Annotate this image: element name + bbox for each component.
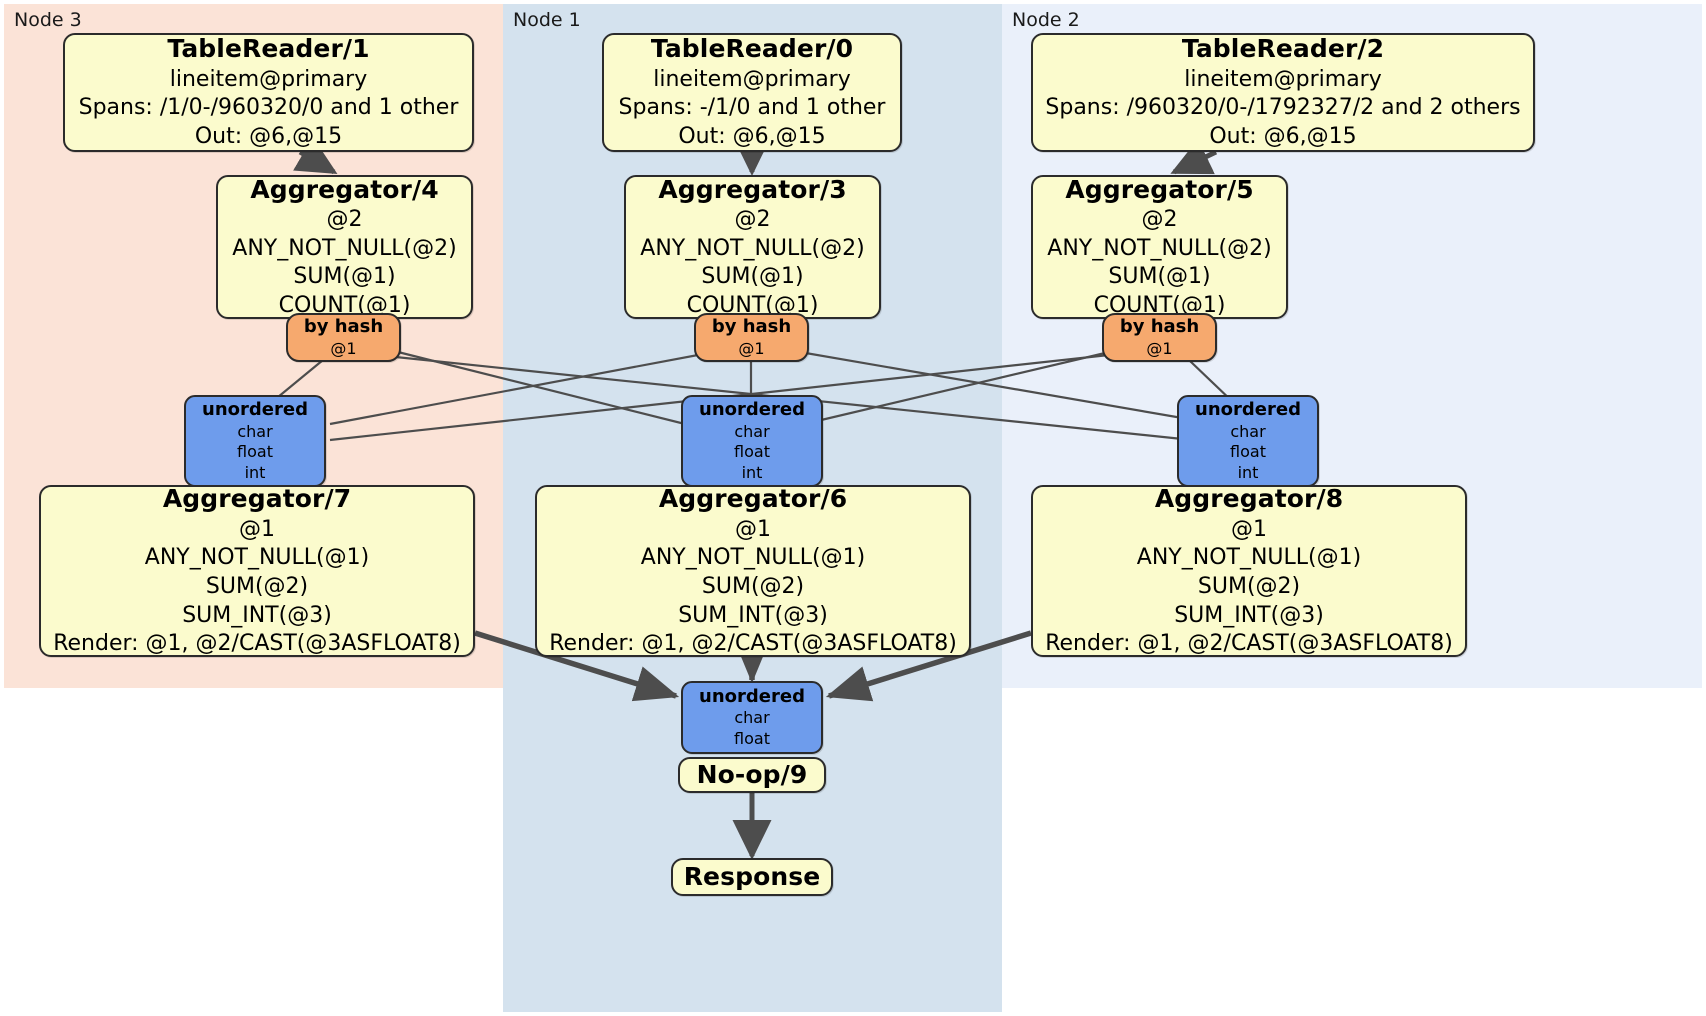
processor-tablereader-2[interactable]: TableReader/2 lineitem@primary Spans: /9… [1031,33,1535,152]
input-sync-unordered-node2[interactable]: unordered char float int [1177,395,1319,487]
input-sync-unordered-node1[interactable]: unordered char float int [681,395,823,487]
router-title: unordered [699,399,805,421]
processor-title: Aggregator/4 [250,174,439,204]
router-title: by hash [711,316,792,338]
processor-detail-line: lineitem@primary [653,66,851,92]
processor-tablereader-0[interactable]: TableReader/0 lineitem@primary Spans: -/… [602,33,902,152]
processor-tablereader-1[interactable]: TableReader/1 lineitem@primary Spans: /1… [63,33,474,152]
processor-detail-line: Spans: /960320/0-/1792327/2 and 2 others [1045,95,1521,121]
processor-aggregator-4[interactable]: Aggregator/4 @2 ANY_NOT_NULL(@2) SUM(@1)… [216,175,473,319]
processor-detail-line: SUM(@1) [701,264,804,290]
processor-title: Aggregator/6 [658,484,848,514]
output-router-by-hash-node3[interactable]: by hash @1 [286,313,401,362]
processor-detail-line: SUM(@1) [1108,264,1211,290]
processor-title: Aggregator/8 [1154,484,1344,514]
processor-detail-line: @2 [1141,207,1178,233]
router-detail-line: int [741,463,763,483]
processor-detail-line: Spans: /1/0-/960320/0 and 1 other [78,95,459,121]
processor-detail-line: SUM(@2) [701,573,805,599]
processor-aggregator-3[interactable]: Aggregator/3 @2 ANY_NOT_NULL(@2) SUM(@1)… [624,175,881,319]
processor-aggregator-7[interactable]: Aggregator/7 @1 ANY_NOT_NULL(@1) SUM(@2)… [39,484,475,657]
node-panel-label-node1: Node 1 [513,9,581,31]
router-title: unordered [202,399,308,421]
response-title: Response [683,861,821,891]
processor-render-line: Render: @1, @2/CAST(@3ASFLOAT8) [53,631,461,657]
processor-title: Aggregator/7 [162,484,352,514]
processor-aggregator-5[interactable]: Aggregator/5 @2 ANY_NOT_NULL(@2) SUM(@1)… [1031,175,1288,319]
input-sync-unordered-final[interactable]: unordered char float [681,681,823,754]
processor-detail-line: SUM(@2) [205,573,309,599]
processor-detail-line: lineitem@primary [1184,66,1382,92]
router-detail-line: char [734,421,770,441]
router-title: by hash [1119,316,1200,338]
router-detail-line: float [734,442,770,462]
processor-detail-line: @2 [734,207,771,233]
processor-aggregator-6[interactable]: Aggregator/6 @1 ANY_NOT_NULL(@1) SUM(@2)… [535,484,971,657]
router-detail-line: float [1230,442,1266,462]
router-detail-line: char [237,421,273,441]
processor-title: TableReader/0 [650,34,854,64]
output-router-by-hash-node1[interactable]: by hash @1 [694,313,809,362]
processor-render-line: Render: @1, @2/CAST(@3ASFLOAT8) [1045,631,1453,657]
router-detail-line: @1 [738,338,765,358]
router-detail-line: int [244,463,266,483]
input-sync-unordered-node3[interactable]: unordered char float int [184,395,326,487]
router-detail-line: int [1237,463,1259,483]
processor-detail-line: ANY_NOT_NULL(@1) [640,545,866,571]
processor-detail-line: SUM_INT(@3) [678,602,828,628]
processor-detail-line: SUM(@2) [1197,573,1301,599]
processor-detail-line: Out: @6,@15 [1209,124,1357,150]
router-detail-line: float [734,729,770,749]
processor-detail-line: ANY_NOT_NULL(@1) [144,545,370,571]
processor-detail-line: Out: @6,@15 [194,124,343,150]
processor-detail-line: SUM_INT(@3) [1174,602,1324,628]
router-detail-line: float [237,442,273,462]
processor-detail-line: lineitem@primary [169,66,368,92]
router-detail-line: @1 [330,338,357,358]
processor-detail-line: ANY_NOT_NULL(@2) [232,235,457,261]
node-panel-label-node2: Node 2 [1012,9,1080,31]
processor-detail-line: ANY_NOT_NULL(@2) [1047,235,1272,261]
processor-noop-9[interactable]: No-op/9 [678,757,826,793]
processor-aggregator-8[interactable]: Aggregator/8 @1 ANY_NOT_NULL(@1) SUM(@2)… [1031,484,1467,657]
processor-detail-line: SUM(@1) [293,264,396,290]
processor-detail-line: ANY_NOT_NULL(@1) [1136,545,1362,571]
processor-detail-line: @1 [239,516,275,542]
processor-detail-line: @1 [1231,516,1267,542]
processor-detail-line: @1 [735,516,771,542]
processor-detail-line: ANY_NOT_NULL(@2) [640,235,865,261]
processor-detail-line: Out: @6,@15 [678,124,826,150]
node-panel-label-node3: Node 3 [14,9,82,31]
router-title: unordered [1195,399,1301,421]
processor-render-line: Render: @1, @2/CAST(@3ASFLOAT8) [549,631,957,657]
processor-title: TableReader/2 [1181,34,1385,64]
router-title: by hash [303,316,384,338]
output-router-by-hash-node2[interactable]: by hash @1 [1102,313,1217,362]
processor-detail-line: SUM_INT(@3) [182,602,332,628]
processor-title: Aggregator/5 [1065,174,1254,204]
response-node[interactable]: Response [671,858,833,896]
router-detail-line: char [1230,421,1266,441]
processor-detail-line: Spans: -/1/0 and 1 other [618,95,886,121]
processor-detail-line: @2 [326,207,363,233]
router-title: unordered [699,686,805,707]
router-detail-line: char [734,708,770,728]
processor-title: No-op/9 [696,759,808,789]
processor-title: Aggregator/3 [658,174,847,204]
processor-title: TableReader/1 [167,34,370,64]
router-detail-line: @1 [1146,338,1173,358]
